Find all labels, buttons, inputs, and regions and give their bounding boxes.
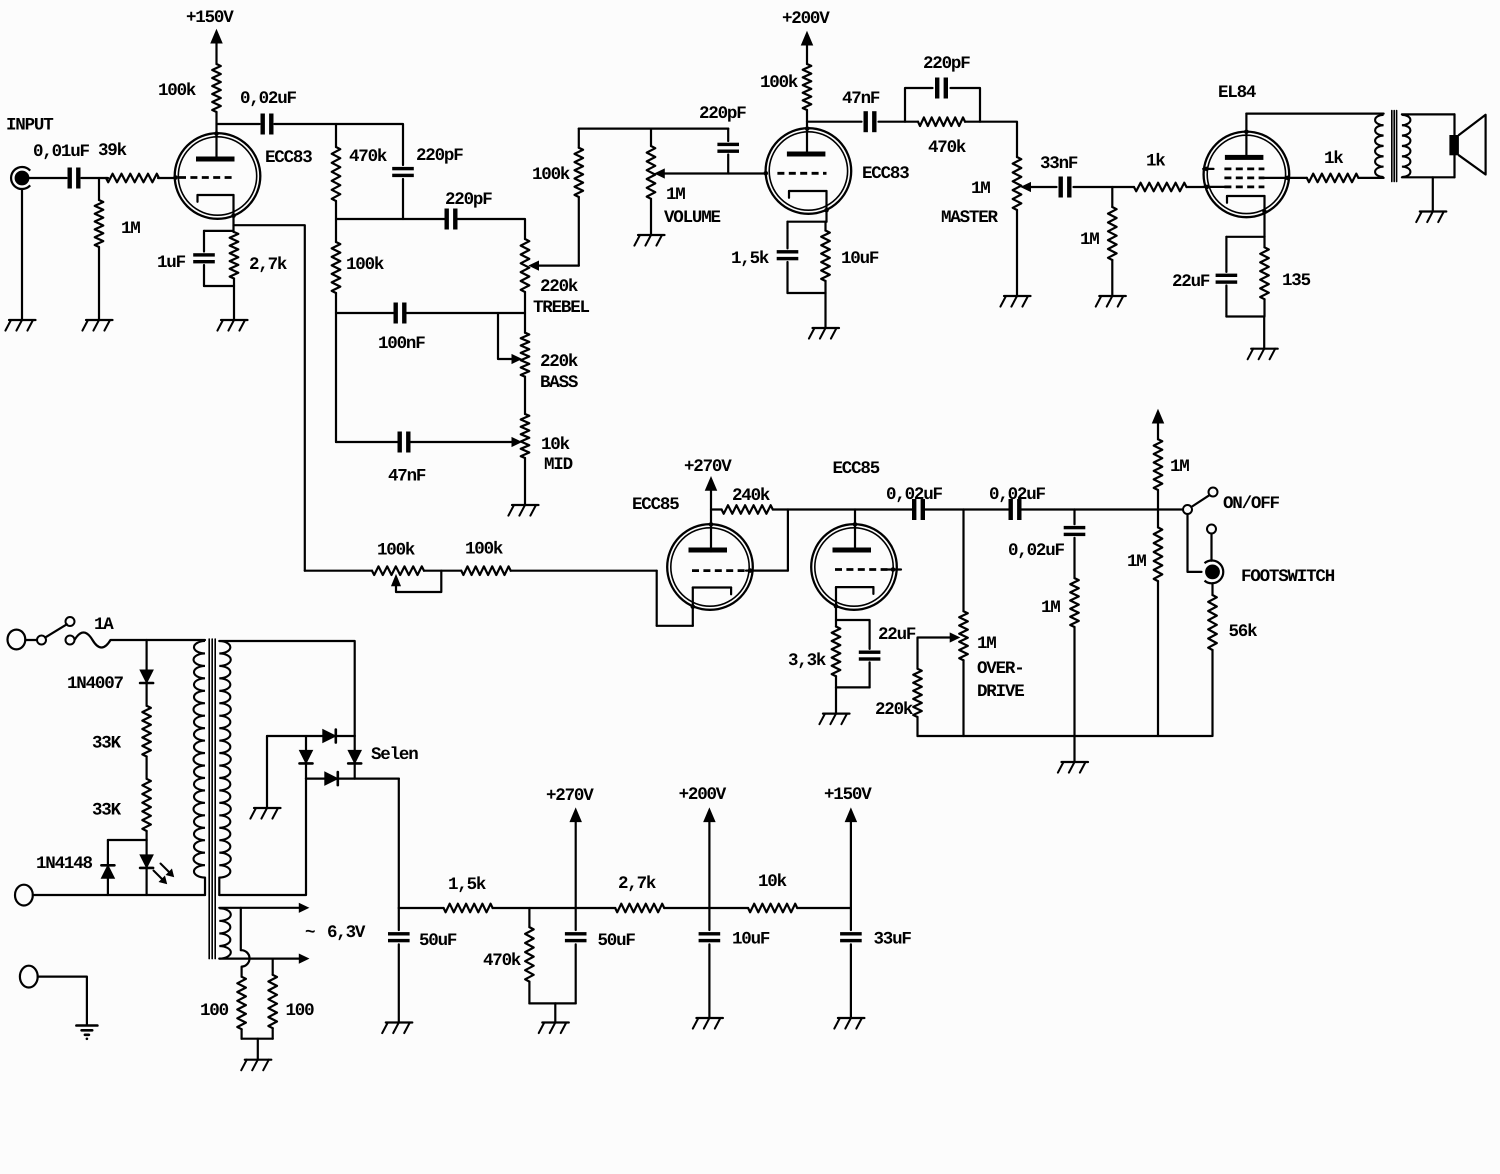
svg-text:470k: 470k: [349, 147, 387, 167]
svg-text:39k: 39k: [98, 141, 127, 161]
svg-text:1N4148: 1N4148: [36, 854, 93, 874]
svg-text:1M: 1M: [666, 185, 685, 205]
svg-text:470k: 470k: [483, 951, 521, 971]
svg-text:240k: 240k: [732, 486, 770, 506]
svg-text:1M: 1M: [1041, 598, 1060, 618]
svg-text:+150V: +150V: [824, 785, 872, 805]
svg-text:220k: 220k: [875, 700, 913, 720]
svg-text:FOOTSWITCH: FOOTSWITCH: [1241, 567, 1335, 587]
svg-text:1M: 1M: [977, 634, 996, 654]
svg-text:6,3V: 6,3V: [327, 923, 366, 943]
svg-text:~: ~: [305, 923, 315, 943]
svg-text:100: 100: [200, 1001, 229, 1021]
svg-text:56k: 56k: [1229, 622, 1258, 642]
svg-text:ECC85: ECC85: [632, 495, 679, 515]
svg-text:220pF: 220pF: [923, 54, 970, 74]
svg-text:TREBEL: TREBEL: [533, 298, 590, 318]
svg-text:MASTER: MASTER: [941, 208, 999, 228]
svg-text:+150V: +150V: [186, 8, 234, 28]
svg-text:100k: 100k: [465, 540, 503, 560]
svg-text:100nF: 100nF: [378, 334, 425, 354]
svg-text:ECC83: ECC83: [265, 148, 312, 168]
svg-text:100k: 100k: [532, 165, 570, 185]
svg-text:+270V: +270V: [684, 457, 732, 477]
svg-text:1A: 1A: [94, 615, 114, 635]
svg-text:1uF: 1uF: [157, 253, 186, 273]
svg-text:1M: 1M: [1080, 230, 1099, 250]
svg-text:50uF: 50uF: [598, 931, 636, 951]
svg-text:10k: 10k: [758, 872, 787, 892]
svg-text:1M: 1M: [121, 219, 140, 239]
svg-text:220k: 220k: [540, 352, 578, 372]
svg-text:33nF: 33nF: [1040, 154, 1078, 174]
svg-text:INPUT: INPUT: [6, 116, 53, 136]
svg-text:10k: 10k: [541, 435, 570, 455]
svg-text:100: 100: [286, 1001, 315, 1021]
svg-text:EL84: EL84: [1218, 83, 1256, 103]
svg-text:Selen: Selen: [371, 745, 418, 765]
svg-text:0,02uF: 0,02uF: [1008, 541, 1065, 561]
svg-text:0,01uF: 0,01uF: [33, 142, 90, 162]
svg-text:22uF: 22uF: [878, 625, 916, 645]
svg-text:1,5k: 1,5k: [731, 249, 769, 269]
svg-text:ON/OFF: ON/OFF: [1223, 494, 1280, 514]
svg-text:1M: 1M: [971, 179, 990, 199]
svg-text:100k: 100k: [346, 255, 384, 275]
svg-text:33K: 33K: [92, 734, 122, 754]
svg-text:22uF: 22uF: [1172, 272, 1210, 292]
svg-text:OVER-: OVER-: [977, 659, 1024, 679]
svg-text:0,02uF: 0,02uF: [989, 485, 1046, 505]
svg-text:470k: 470k: [928, 138, 966, 158]
svg-text:VOLUME: VOLUME: [664, 208, 721, 228]
svg-text:0,02uF: 0,02uF: [886, 485, 943, 505]
svg-text:ECC83: ECC83: [862, 164, 909, 184]
svg-text:0,02uF: 0,02uF: [240, 89, 297, 109]
svg-text:135: 135: [1282, 271, 1311, 291]
svg-text:33K: 33K: [92, 801, 122, 821]
svg-text:ECC85: ECC85: [833, 459, 880, 479]
svg-text:+270V: +270V: [546, 786, 594, 806]
svg-text:+200V: +200V: [782, 9, 830, 29]
svg-text:2,7k: 2,7k: [618, 874, 656, 894]
svg-text:10uF: 10uF: [841, 249, 879, 269]
svg-text:220pF: 220pF: [416, 146, 463, 166]
svg-text:1k: 1k: [1146, 152, 1165, 172]
svg-text:1M: 1M: [1127, 552, 1146, 572]
svg-text:220k: 220k: [540, 277, 578, 297]
svg-text:DRIVE: DRIVE: [977, 682, 1024, 702]
svg-text:1M: 1M: [1170, 457, 1189, 477]
svg-text:100k: 100k: [158, 81, 196, 101]
svg-text:1k: 1k: [1324, 149, 1343, 169]
svg-text:+200V: +200V: [679, 785, 727, 805]
svg-text:47nF: 47nF: [388, 467, 426, 487]
svg-text:220pF: 220pF: [699, 104, 746, 124]
svg-text:33uF: 33uF: [874, 930, 912, 950]
svg-text:220pF: 220pF: [445, 190, 492, 210]
svg-text:100k: 100k: [377, 541, 415, 561]
svg-text:MID: MID: [544, 455, 573, 475]
svg-text:1,5k: 1,5k: [448, 875, 486, 895]
svg-text:10uF: 10uF: [732, 930, 770, 950]
svg-text:47nF: 47nF: [842, 89, 880, 109]
svg-text:1N4007: 1N4007: [67, 674, 124, 694]
svg-text:BASS: BASS: [540, 373, 578, 393]
svg-text:2,7k: 2,7k: [249, 255, 287, 275]
svg-text:3,3k: 3,3k: [788, 651, 826, 671]
svg-text:50uF: 50uF: [419, 931, 457, 951]
svg-text:100k: 100k: [760, 73, 798, 93]
